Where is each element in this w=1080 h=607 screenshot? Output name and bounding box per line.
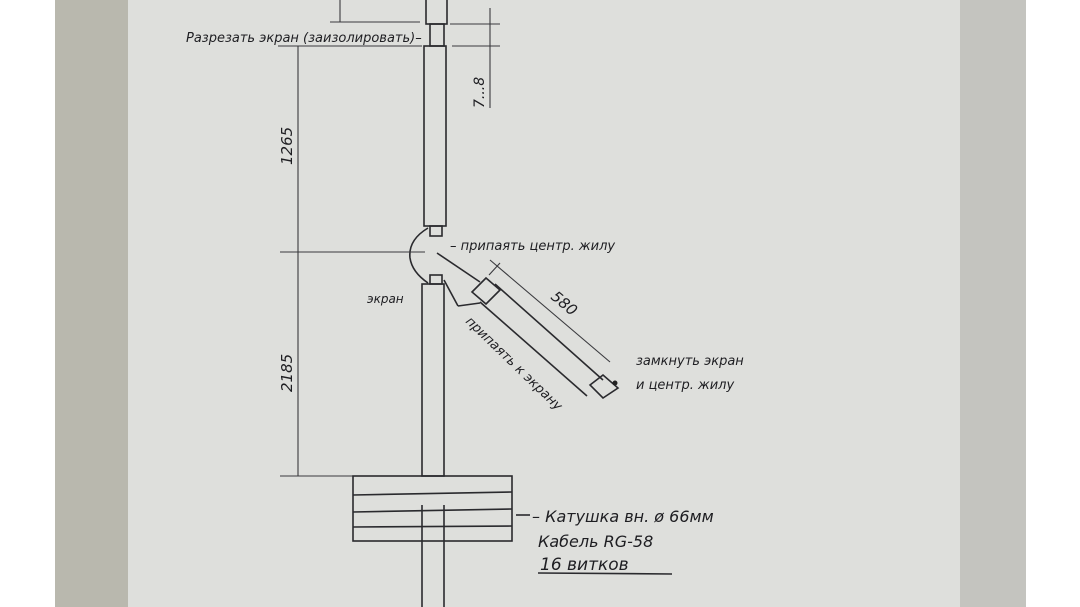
stub [436, 252, 620, 400]
coil [352, 475, 530, 542]
short-label-1: замкнуть экран [636, 354, 744, 369]
table-right [958, 0, 1026, 607]
table-left [55, 0, 130, 607]
upper-dimension: 1265 [278, 127, 296, 165]
screen-label: экран [367, 292, 404, 306]
lower-dimension: 2185 [278, 354, 296, 392]
coil-label-1: – Катушка вн. ø 66мм [532, 507, 714, 526]
solder-center-label: – припаять центр. жилу [450, 239, 615, 254]
upper-radiator [423, 0, 448, 237]
coil-label-2: Кабель RG-58 [538, 532, 653, 551]
cut-screen-label: Разрезать экран (заизолировать)– [186, 31, 422, 46]
paper-sheet [128, 0, 960, 607]
underline [537, 572, 673, 575]
dimension-lines [278, 0, 611, 477]
gap-dimension: 7...8 [472, 77, 488, 108]
coil-label-3: 16 витков [540, 555, 629, 575]
short-label-2: и центр. жилу [636, 378, 734, 393]
screen-bridge [409, 227, 429, 284]
